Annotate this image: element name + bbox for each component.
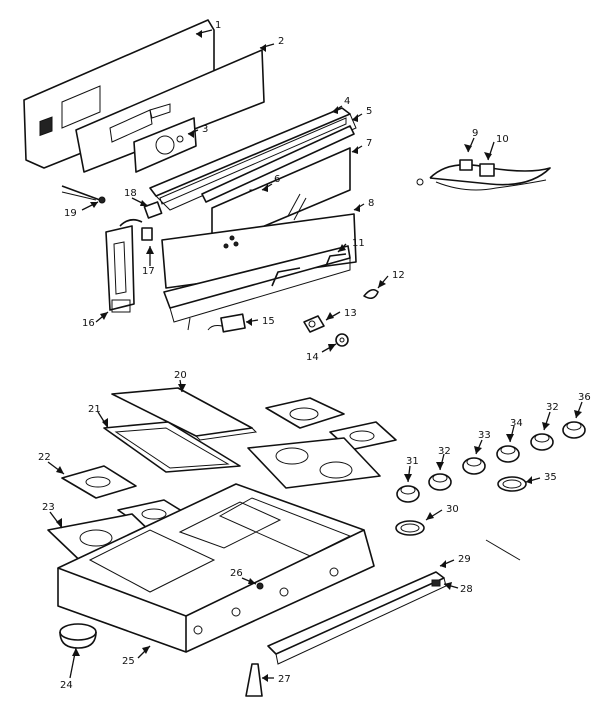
part-30-bezel — [395, 520, 425, 536]
callout-1: 1 — [215, 20, 221, 31]
part-16-side-bracket — [105, 225, 135, 313]
part-12-clip — [363, 288, 379, 300]
part-27-tab — [245, 663, 263, 697]
callout-4: 4 — [344, 96, 350, 107]
callout-27: 27 — [278, 674, 291, 685]
part-19-wire — [61, 185, 106, 204]
callout-33: 33 — [478, 430, 491, 441]
callout-5: 5 — [366, 106, 372, 117]
callout-31: 31 — [406, 456, 419, 467]
callout-15: 15 — [262, 316, 275, 327]
part-3-clock — [133, 117, 197, 173]
callout-labels: 1 2 3 4 5 6 7 8 9 10 11 12 13 14 15 16 1… — [38, 20, 591, 691]
callout-16: 16 — [82, 318, 95, 329]
knob-icon — [396, 485, 420, 503]
part-24-cup — [59, 623, 97, 649]
knob-icon — [530, 433, 554, 451]
callout-30: 30 — [446, 504, 459, 515]
callout-32a: 32 — [438, 446, 451, 457]
knob-icon — [562, 421, 586, 439]
knob-icon — [462, 457, 486, 475]
part-35-bezel — [497, 476, 527, 492]
part-13-valve — [303, 315, 325, 333]
part-28-29-strip — [267, 571, 447, 665]
callout-13: 13 — [344, 308, 357, 319]
leader-arrows — [47, 29, 583, 682]
callout-6: 6 — [274, 174, 280, 185]
part-18-latch — [143, 201, 163, 219]
callout-12: 12 — [392, 270, 405, 281]
callout-32b: 32 — [546, 402, 559, 413]
callout-7: 7 — [366, 138, 372, 149]
part-9-10-wiring-harness — [416, 159, 551, 191]
knob-icon — [496, 445, 520, 463]
knob-icon — [428, 473, 452, 491]
callout-8: 8 — [368, 198, 374, 209]
callout-11: 11 — [352, 238, 365, 249]
callout-20: 20 — [174, 370, 187, 381]
part-14-nut — [335, 333, 349, 347]
callout-14: 14 — [306, 352, 319, 363]
part-8-door-glass — [161, 213, 357, 289]
callout-21: 21 — [88, 404, 101, 415]
cooktop-body — [57, 483, 375, 653]
callout-36: 36 — [578, 392, 591, 403]
burner-grate-right — [247, 437, 381, 489]
callout-35: 35 — [544, 472, 557, 483]
callout-29: 29 — [458, 554, 471, 565]
callout-17: 17 — [142, 266, 155, 277]
part-22-burner — [61, 465, 137, 499]
callout-23: 23 — [42, 502, 55, 513]
callout-28: 28 — [460, 584, 473, 595]
callout-26: 26 — [230, 568, 243, 579]
callout-24: 24 — [60, 680, 73, 691]
callout-19: 19 — [64, 208, 77, 219]
part-2-backguard — [75, 49, 265, 173]
part-21-grate-tray — [103, 421, 241, 473]
part-17-spring — [119, 218, 153, 241]
part-5-tube — [201, 125, 355, 203]
callout-34: 34 — [510, 418, 523, 429]
callout-10: 10 — [496, 134, 509, 145]
burner-icon — [265, 397, 345, 429]
callout-2: 2 — [278, 36, 284, 47]
callout-18: 18 — [124, 188, 137, 199]
callout-25: 25 — [122, 656, 135, 667]
part-1-rear-panel — [23, 19, 215, 169]
part-15-switch — [207, 313, 246, 333]
callout-9: 9 — [472, 128, 478, 139]
part-11-door-frame — [163, 245, 351, 331]
callout-22: 22 — [38, 452, 51, 463]
callout-3: 3 — [202, 124, 208, 135]
